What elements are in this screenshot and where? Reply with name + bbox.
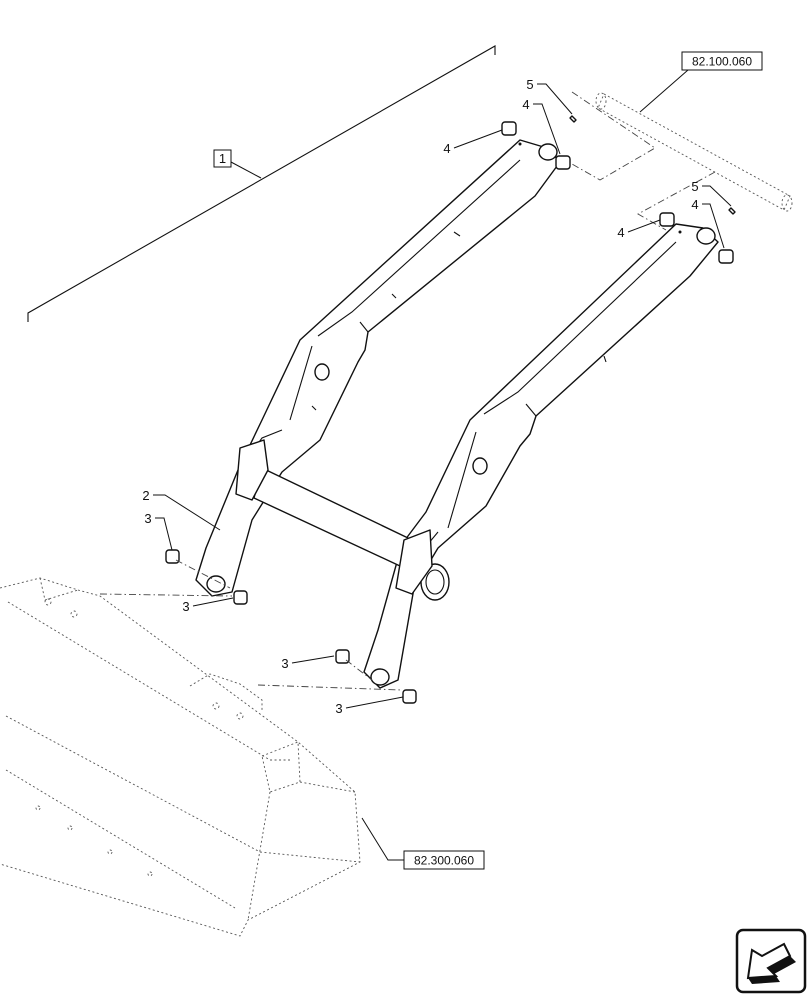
callout-3-b: 3: [182, 599, 189, 614]
callout-2-group: 2: [142, 488, 221, 531]
callout-3-group: 3 3 3 3: [144, 511, 404, 716]
callout-4-b: 4: [522, 97, 529, 112]
callout-3-c: 3: [281, 656, 288, 671]
bushing-parts: [99, 115, 736, 704]
assembly-bracket: 1: [27, 45, 496, 322]
grease-fitting-right: [728, 207, 736, 215]
callout-4-a: 4: [443, 141, 450, 156]
ref-82-300-060-label: 82.300.060: [414, 854, 474, 868]
bushing-3-left-a: [165, 549, 180, 564]
previous-page-arrow-icon[interactable]: [735, 928, 807, 994]
ref-82-100-060-label: 82.100.060: [692, 55, 752, 69]
callout-2: 2: [142, 488, 149, 503]
pivot-pin-ghost: [564, 91, 793, 231]
callout-4-c: 4: [617, 225, 624, 240]
callout-5-group: 5 5: [526, 77, 732, 207]
callout-3-d: 3: [335, 701, 342, 716]
callout-1: 1: [219, 151, 226, 166]
bushing-3-right-b: [402, 689, 417, 704]
callout-4-d: 4: [691, 197, 698, 212]
callout-3-a: 3: [144, 511, 151, 526]
bushing-4-upper-left: [501, 121, 517, 136]
bucket-ghost: [0, 577, 361, 937]
loader-boom: [195, 139, 719, 689]
grease-fitting-upper: [569, 115, 577, 123]
bushing-4-upper-right: [555, 155, 571, 170]
callout-5-b: 5: [691, 179, 698, 194]
bushing-4-right-right: [718, 249, 734, 264]
callout-4-group: 4 4 4 4: [443, 97, 725, 249]
callout-5-a: 5: [526, 77, 533, 92]
bushing-3-left-b: [233, 590, 248, 605]
bushing-3-right-a: [335, 649, 350, 664]
ref-82-300-060[interactable]: 82.300.060: [361, 817, 485, 870]
bushing-4-right-left: [659, 212, 675, 227]
ref-82-100-060[interactable]: 82.100.060: [639, 51, 763, 113]
